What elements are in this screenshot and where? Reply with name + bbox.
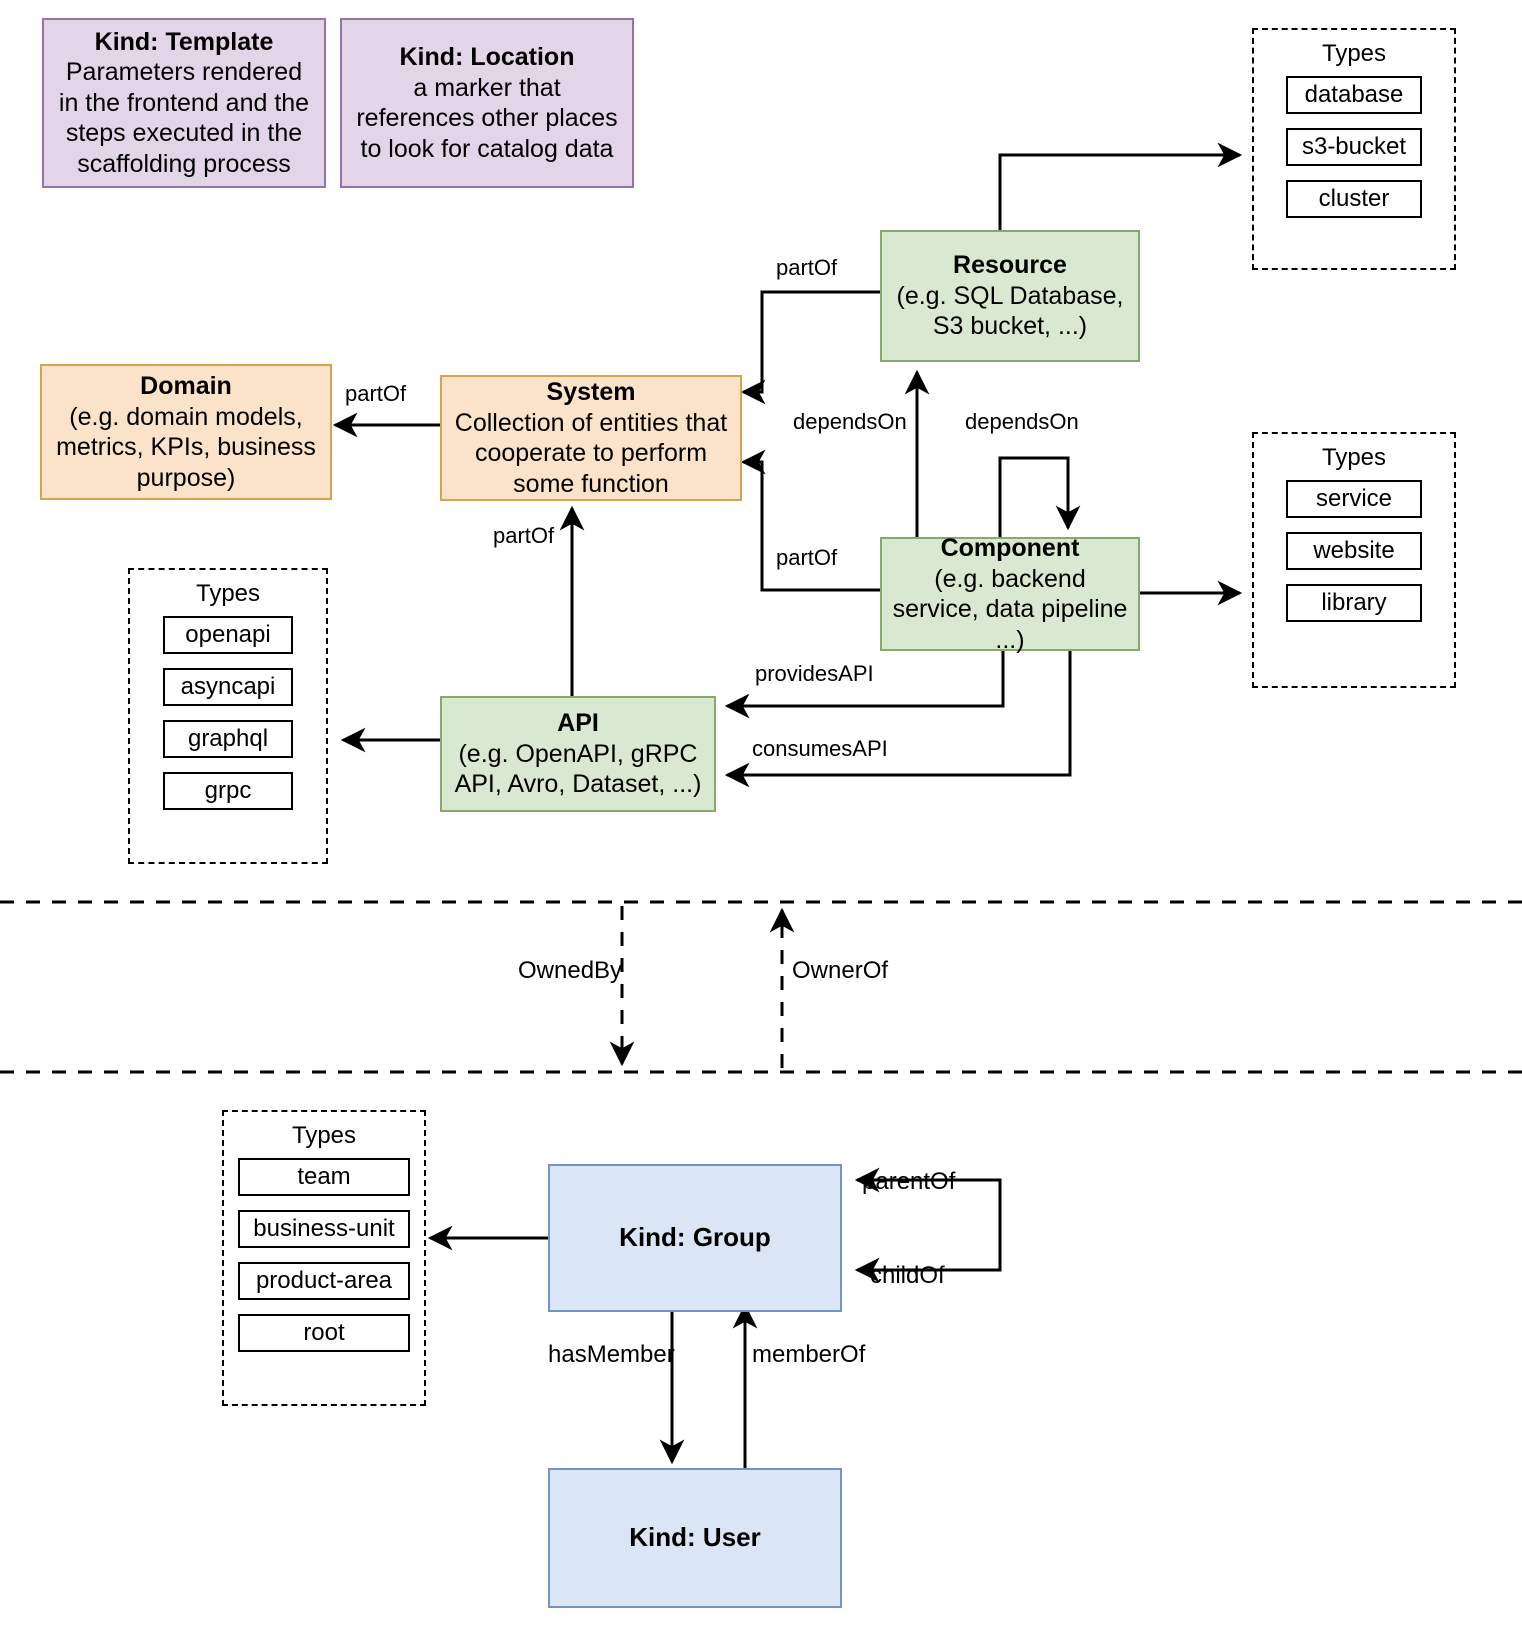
node-kind-location[interactable]: Kind: Location a marker that references …	[340, 18, 634, 188]
edge-group-parentof	[854, 1167, 1002, 1238]
type-chip-grpc[interactable]: grpc	[163, 772, 293, 810]
node-system-title: System	[546, 378, 636, 406]
node-kind-template-desc: Parameters rendered in the frontend and …	[58, 58, 310, 178]
edge-component-partof-system	[740, 449, 880, 592]
edge-label-consumesapi: consumesAPI	[752, 736, 888, 761]
types-group-group: Types team business-unit product-area ro…	[222, 1110, 426, 1406]
edge-resource-partof-system	[740, 290, 880, 405]
node-kind-user[interactable]: Kind: User	[548, 1468, 842, 1608]
type-chip-library[interactable]: library	[1286, 584, 1422, 622]
type-chip-team[interactable]: team	[238, 1158, 410, 1196]
types-group-api-header: Types	[195, 580, 261, 607]
type-chip-graphql[interactable]: graphql	[163, 720, 293, 758]
edge-label-group-childof: childOf	[870, 1262, 945, 1289]
node-resource-title: Resource	[953, 251, 1067, 280]
node-kind-group[interactable]: Kind: Group	[548, 1164, 842, 1312]
edge-label-ownerof: OwnerOf	[792, 957, 889, 984]
type-chip-root[interactable]: root	[238, 1314, 410, 1352]
node-kind-group-title: Kind: Group	[619, 1222, 771, 1253]
type-chip-business-unit[interactable]: business-unit	[238, 1210, 410, 1248]
node-kind-template[interactable]: Kind: Template Parameters rendered in th…	[42, 18, 326, 188]
node-domain-title: Domain	[140, 372, 232, 400]
edge-label-component-dependson-resource: dependsOn	[793, 409, 907, 434]
types-group-component: Types service website library	[1252, 432, 1456, 688]
edge-label-system-partof-domain: partOf	[345, 381, 407, 406]
types-group-api: Types openapi asyncapi graphql grpc	[128, 568, 328, 864]
edge-label-resource-partof-system: partOf	[776, 255, 838, 280]
edge-label-group-parentof: parentOf	[862, 1168, 956, 1195]
types-group-resource-header: Types	[1321, 40, 1387, 67]
node-resource-desc: (e.g. SQL Database, S3 bucket, ...)	[896, 281, 1124, 341]
node-system[interactable]: System Collection of entities that coope…	[440, 375, 742, 501]
type-chip-website[interactable]: website	[1286, 532, 1422, 570]
node-component-title: Component	[940, 534, 1080, 562]
edge-label-hasmember: hasMember	[548, 1341, 675, 1368]
node-kind-location-desc: a marker that references other places to…	[356, 73, 618, 163]
type-chip-openapi[interactable]: openapi	[163, 616, 293, 654]
node-kind-location-title: Kind: Location	[399, 43, 575, 71]
type-chip-database[interactable]: database	[1286, 76, 1422, 114]
node-domain-desc: (e.g. domain models, metrics, KPIs, busi…	[56, 402, 316, 492]
edge-label-memberof: memberOf	[752, 1341, 866, 1368]
edge-label-component-partof-system: partOf	[776, 545, 838, 570]
node-resource[interactable]: Resource (e.g. SQL Database, S3 bucket, …	[880, 230, 1140, 362]
type-chip-cluster[interactable]: cluster	[1286, 180, 1422, 218]
edge-label-ownedby: OwnedBy	[518, 957, 623, 984]
node-api[interactable]: API (e.g. OpenAPI, gRPC API, Avro, Datas…	[440, 696, 716, 812]
types-group-component-header: Types	[1321, 444, 1387, 471]
node-component[interactable]: Component (e.g. backend service, data pi…	[880, 534, 1140, 654]
type-chip-product-area[interactable]: product-area	[238, 1262, 410, 1300]
node-component-desc: (e.g. backend service, data pipeline ...…	[892, 564, 1128, 654]
edge-label-providesapi: providesAPI	[755, 661, 874, 686]
node-kind-user-title: Kind: User	[629, 1522, 761, 1553]
node-api-title: API	[557, 709, 599, 738]
node-domain[interactable]: Domain (e.g. domain models, metrics, KPI…	[40, 364, 332, 500]
types-group-resource: Types database s3-bucket cluster	[1252, 28, 1456, 270]
edge-component-dependson-self	[998, 456, 1081, 537]
node-api-desc: (e.g. OpenAPI, gRPC API, Avro, Dataset, …	[454, 739, 702, 799]
type-chip-asyncapi[interactable]: asyncapi	[163, 668, 293, 706]
type-chip-s3-bucket[interactable]: s3-bucket	[1286, 128, 1422, 166]
edge-label-component-dependson-self: dependsOn	[965, 409, 1079, 434]
edge-component-providesapi-api	[724, 650, 1005, 719]
node-kind-template-title: Kind: Template	[94, 27, 274, 56]
edge-component-consumesapi-api	[724, 650, 1072, 788]
edge-label-api-partof-system: partOf	[493, 523, 555, 548]
types-group-group-header: Types	[291, 1122, 357, 1149]
type-chip-service[interactable]: service	[1286, 480, 1422, 518]
edge-group-childof	[854, 1238, 1002, 1283]
edge-resource-to-types	[998, 142, 1243, 230]
node-system-desc: Collection of entities that cooperate to…	[454, 408, 728, 498]
